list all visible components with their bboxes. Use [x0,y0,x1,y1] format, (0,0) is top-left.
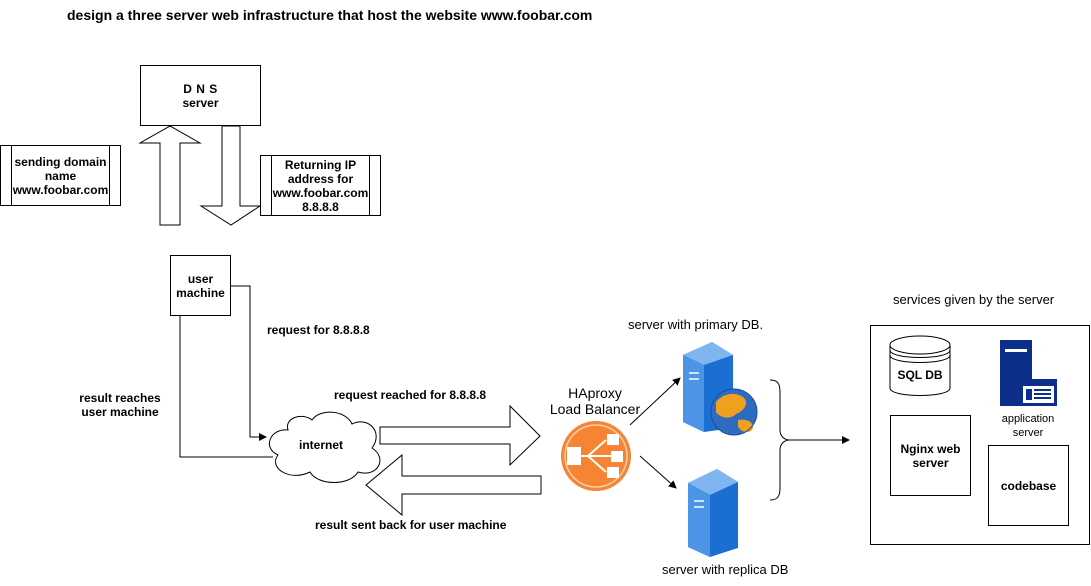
result-reaches-label: result reaches user machine [70,391,170,419]
application-server-label-2: server [1012,427,1044,439]
primary-server-label: server with primary DB. [628,317,764,332]
internet-label: internet [299,438,344,452]
result-sent-label: result sent back for user machine [315,518,507,532]
application-server-label-1: application [1001,413,1055,425]
lb-to-replica-arrow [639,455,677,489]
services-container [870,325,1090,545]
application-server-icon [1000,340,1057,406]
load-balancer-label: HAproxy Load Balancer [540,385,650,417]
internet-to-user-connector [176,303,273,458]
nginx-label-2: server [912,455,949,470]
dns-label: D N S [183,81,218,96]
request-label: request for 8.8.8.8 [267,323,370,337]
load-balancer-label-2: Load Balancer [549,401,641,417]
user-machine-label-1: user [187,271,214,286]
application-server-label: application server [988,412,1068,440]
lb-to-primary-arrow [629,377,681,426]
sql-db-cylinder [889,335,951,396]
replica-server-label: server with replica DB [662,562,789,577]
dns-server-box: D N S server [140,65,261,126]
result-block-arrow [365,453,542,517]
returning-ip-label: Returning IP address for www.foobar.com … [272,157,369,214]
user-machine-label-2: machine [176,285,225,300]
servers-brace [769,379,791,501]
sending-domain-label: sending domain name www.foobar.com [12,154,109,197]
dns-sublabel: server [182,95,219,110]
result-reaches-line-2: user machine [81,405,159,419]
request-reached-label: request reached for 8.8.8.8 [334,388,487,402]
request-block-arrow [379,404,541,467]
load-balancer-icon [561,421,631,491]
sql-db-label: SQL DB [897,368,943,382]
load-balancer-label-1: HAproxy [568,385,622,401]
down-block-arrow [199,125,262,226]
nginx-box: Nginx web server [890,415,971,496]
up-block-arrow [138,125,202,226]
user-to-internet-connector [230,285,267,441]
result-reaches-line-1: result reaches [79,391,161,405]
user-machine-box: user machine [170,255,231,316]
primary-server-icon [683,342,758,436]
returning-ip-box: Returning IP address for www.foobar.com … [260,155,381,216]
codebase-label: codebase [1000,478,1057,493]
nginx-label-1: Nginx web [900,441,961,456]
codebase-box: codebase [988,445,1069,526]
diagram-title: design a three server web infrastructure… [67,7,593,23]
replica-server-icon [688,469,738,557]
internet-cloud [268,411,381,483]
services-title: services given by the server [893,292,1055,307]
sending-domain-box: sending domain name www.foobar.com [0,145,121,206]
